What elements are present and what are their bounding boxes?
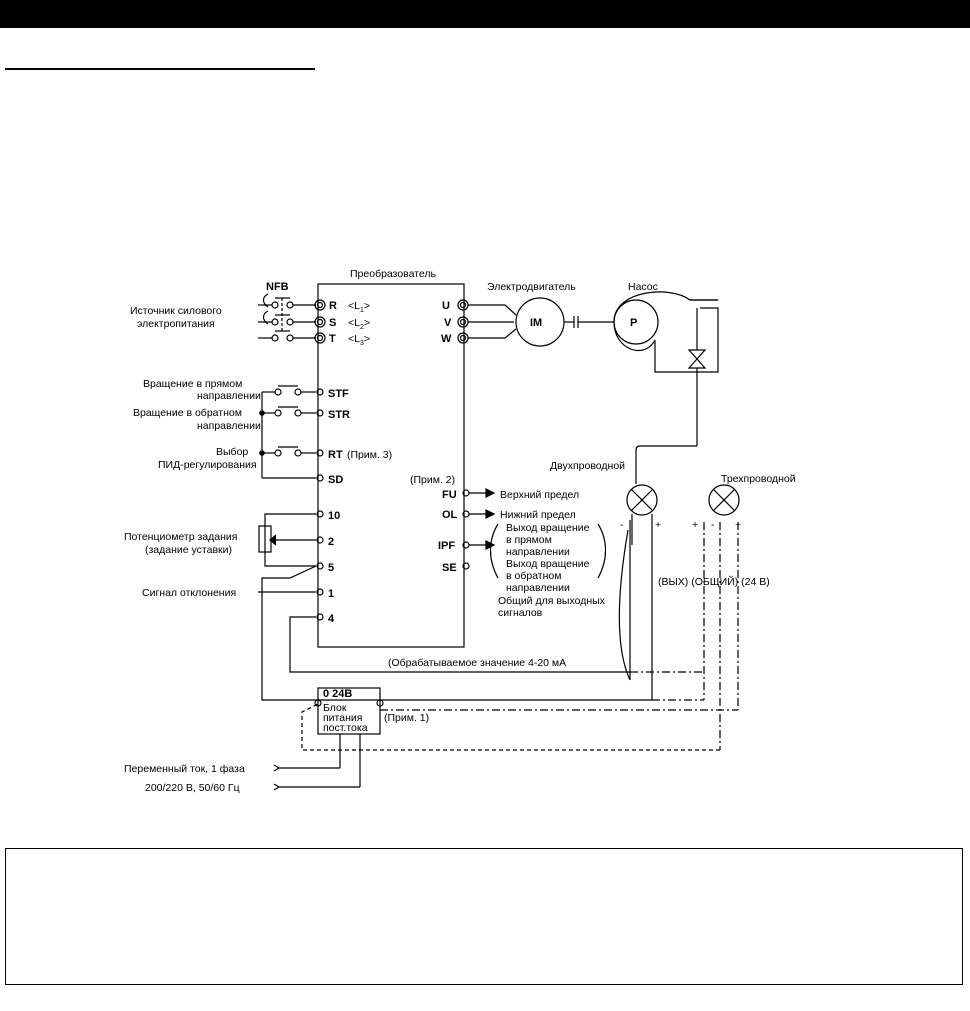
pid-label-2: ПИД-регулирования bbox=[158, 459, 257, 471]
forward-label-2: направлении bbox=[197, 390, 261, 402]
terminal-v: V bbox=[444, 317, 452, 329]
note1-label: (Прим. 1) bbox=[384, 712, 429, 724]
terminal-4: 4 bbox=[328, 613, 335, 625]
ipf-line-5: в обратном bbox=[506, 570, 561, 582]
psu-body-2: питания bbox=[323, 712, 362, 724]
note2-label: (Прим. 2) bbox=[410, 474, 455, 486]
terminal-l1: <L1> bbox=[348, 300, 370, 314]
terminal-se: SE bbox=[442, 562, 457, 574]
common-out-line-2: сигналов bbox=[498, 607, 543, 619]
terminal-ipf: IPF bbox=[438, 540, 455, 552]
psu-body-3: пост.тока bbox=[323, 722, 368, 734]
reverse-label-2: направлении bbox=[197, 420, 261, 432]
three-wire-plus-right: + bbox=[735, 519, 741, 531]
ipf-line-2: в прямом bbox=[506, 534, 552, 546]
common-out-line-1: Общий для выходных bbox=[498, 595, 606, 607]
terminal-fu: FU bbox=[442, 489, 457, 501]
two-wire-plus: + bbox=[655, 519, 661, 531]
potentiometer-label-1: Потенциометр задания bbox=[124, 531, 237, 543]
terminal-5: 5 bbox=[328, 562, 334, 574]
three-wire-plus-left: + bbox=[692, 519, 698, 531]
three-wire-label: Трехпроводной bbox=[721, 473, 796, 485]
process-value-label: (Обрабатываемое значение 4-20 мА bbox=[388, 657, 566, 669]
forward-label-1: Вращение в прямом bbox=[143, 378, 242, 390]
pid-label-1: Выбор bbox=[216, 446, 248, 458]
inverter-label: Преобразователь bbox=[350, 268, 437, 280]
inverter-box bbox=[317, 283, 465, 648]
top-black-bar bbox=[0, 0, 970, 28]
ipf-line-3: направлении bbox=[506, 546, 570, 558]
nfb-label: NFB bbox=[266, 281, 289, 293]
two-wire-label: Двухпроводной bbox=[550, 460, 625, 472]
motor-label: Электродвигатель bbox=[487, 281, 576, 293]
power-source-line1: Источник силового bbox=[130, 305, 222, 317]
terminal-10: 10 bbox=[328, 510, 340, 522]
dc-power-supply bbox=[317, 687, 381, 735]
terminal-l2: <L2> bbox=[348, 317, 370, 331]
ipf-line-6: направлении bbox=[506, 582, 570, 594]
power-source-line2: электропитания bbox=[137, 318, 215, 330]
lower-limit-label: Нижний предел bbox=[500, 509, 576, 521]
p-label: P bbox=[630, 317, 637, 329]
rt-note: (Прим. 3) bbox=[347, 449, 392, 461]
upper-limit-label: Верхний предел bbox=[500, 489, 579, 501]
terminal-l3: <L3> bbox=[348, 333, 370, 347]
terminal-w: W bbox=[441, 333, 452, 345]
terminal-rt: RT bbox=[328, 449, 343, 461]
ipf-line-4: Выход вращение bbox=[506, 558, 590, 570]
ac-supply-line-2: 200/220 В, 50/60 Гц bbox=[145, 782, 240, 794]
pump-label: Насос bbox=[628, 281, 658, 293]
terminal-u: U bbox=[442, 300, 450, 312]
terminal-2: 2 bbox=[328, 536, 334, 548]
three-wire-minus: - bbox=[711, 519, 715, 531]
psu-header: 0 24В bbox=[323, 688, 352, 700]
terminal-str: STR bbox=[328, 409, 350, 421]
deviation-label: Сигнал отклонения bbox=[142, 587, 236, 599]
terminal-s: S bbox=[329, 317, 336, 329]
ipf-line-1: Выход вращение bbox=[506, 522, 590, 534]
psu-body-1: Блок bbox=[323, 702, 347, 714]
ac-supply-line-1: Переменный ток, 1 фаза bbox=[124, 763, 245, 775]
im-label: IM bbox=[530, 317, 542, 329]
note-box bbox=[5, 848, 963, 985]
two-wire-minus: - bbox=[620, 519, 624, 531]
reverse-label-1: Вращение в обратном bbox=[133, 407, 242, 419]
terminal-r: R bbox=[329, 300, 337, 312]
terminal-ol: OL bbox=[442, 509, 458, 521]
terminal-1: 1 bbox=[328, 588, 334, 600]
three-wire-pins-label: (ВЫХ) (ОБЩИЙ) (24 В) bbox=[658, 575, 770, 588]
terminal-sd: SD bbox=[328, 474, 343, 486]
heading-underline bbox=[5, 68, 315, 70]
terminal-t: T bbox=[329, 333, 336, 345]
potentiometer-label-2: (задание уставки) bbox=[145, 544, 232, 556]
terminal-stf: STF bbox=[328, 388, 349, 400]
